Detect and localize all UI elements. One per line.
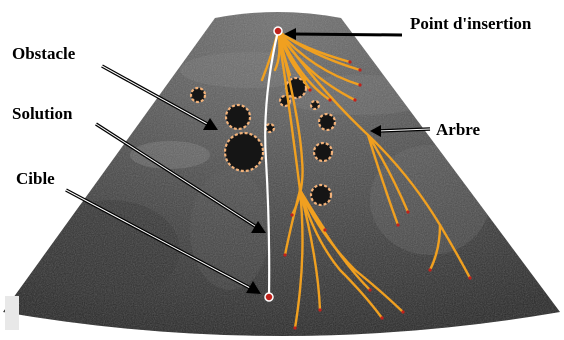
obstacle-circle	[225, 133, 263, 171]
obstacle-circle	[266, 124, 274, 132]
obstacle-circle	[311, 185, 331, 205]
label-obstacle: Obstacle	[12, 44, 76, 63]
label-insertion-point: Point d'insertion	[410, 14, 532, 33]
insertion-point-marker	[274, 27, 282, 35]
obstacle-circle	[314, 143, 332, 161]
scale-marker	[5, 296, 19, 330]
target-marker	[265, 293, 273, 301]
label-target: Cible	[16, 169, 55, 188]
obstacle-circle	[191, 88, 205, 102]
obstacle-circle	[319, 114, 335, 130]
label-solution: Solution	[12, 104, 73, 123]
obstacle-circle	[226, 105, 250, 129]
obstacle-circle	[311, 101, 319, 109]
label-tree: Arbre	[436, 120, 481, 139]
